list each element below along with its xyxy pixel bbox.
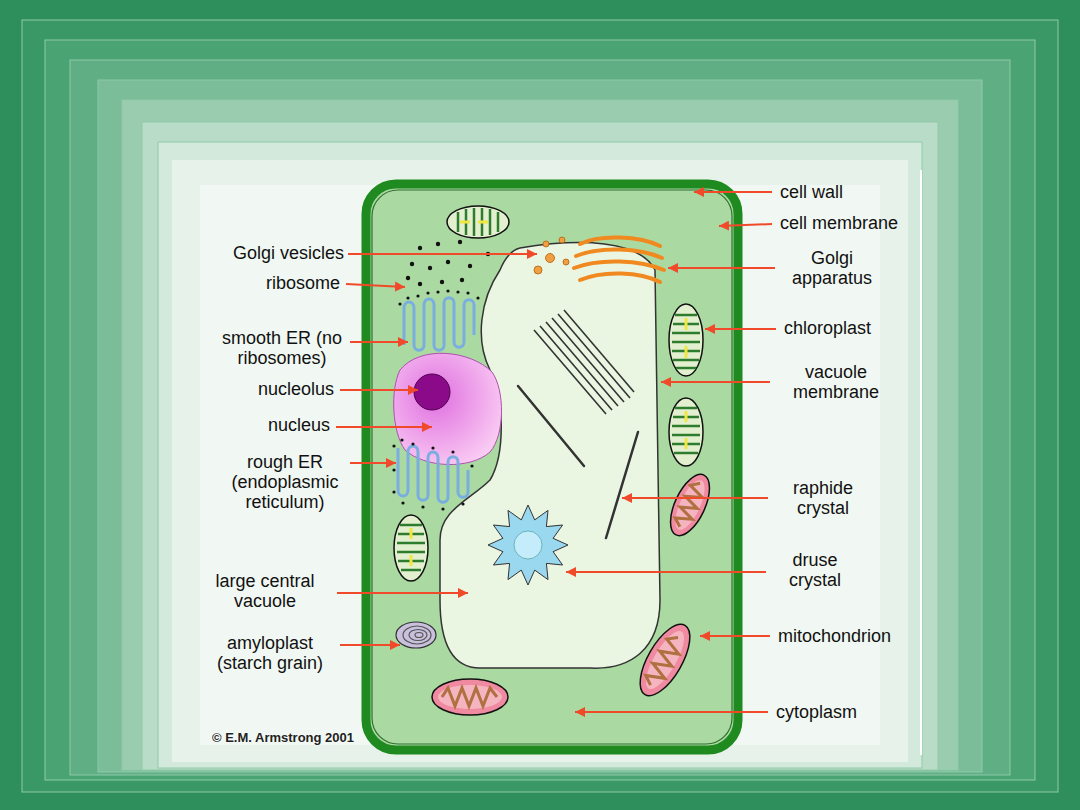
chloroplast-right-2	[669, 398, 703, 466]
raphide-crystals	[518, 386, 638, 538]
part-label: Golgi vesicles	[233, 243, 344, 263]
mitochondrion-2	[630, 617, 699, 703]
raphide-bundle	[534, 310, 634, 414]
chloroplast-right-1	[669, 304, 703, 376]
golgi-vesicles	[534, 237, 569, 274]
part-label: amyloplast (starch grain)	[208, 633, 333, 673]
golgi-apparatus	[574, 237, 664, 282]
leader-lines	[336, 192, 776, 712]
part-label: rough ER (endoplasmic reticulum)	[226, 452, 344, 512]
druse-core	[514, 531, 542, 559]
part-label: druse crystal	[773, 550, 858, 590]
part-label: raphide crystal	[776, 478, 871, 518]
part-label: smooth ER (no ribosomes)	[221, 328, 343, 368]
chloroplast-top	[447, 206, 509, 238]
mitochondrion-1	[662, 469, 717, 541]
part-label: Golgi apparatus	[782, 248, 882, 288]
part-label: cytoplasm	[776, 702, 857, 722]
part-label: nucleus	[268, 415, 330, 435]
rough-er	[398, 446, 468, 502]
rough-er-dots	[392, 438, 473, 510]
part-label: nucleolus	[258, 379, 334, 399]
part-label: large central vacuole	[200, 571, 330, 611]
part-label: mitochondrion	[778, 626, 891, 646]
endoplasmic-reticulum-top	[404, 298, 474, 351]
er-ribosome-dots	[398, 289, 479, 305]
part-label: vacuole membrane	[776, 362, 896, 402]
druse-crystal	[488, 505, 568, 585]
mitochondrion-3	[432, 679, 508, 715]
copyright-note: © E.M. Armstrong 2001	[212, 730, 354, 746]
amyloplast	[396, 622, 436, 648]
part-label: cell wall	[780, 182, 843, 202]
ribosomes	[406, 240, 490, 286]
chloroplast-left	[394, 515, 428, 581]
part-label: chloroplast	[784, 318, 871, 338]
part-label: ribosome	[266, 273, 340, 293]
frame-line	[920, 170, 922, 755]
part-label: cell membrane	[780, 213, 898, 233]
